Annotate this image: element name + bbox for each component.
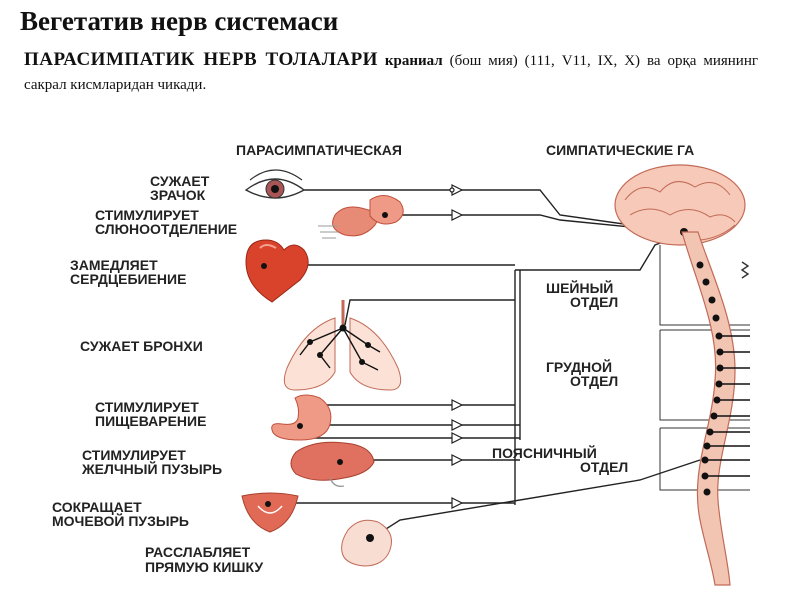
eye-illustration bbox=[244, 169, 306, 199]
ganglion-marker bbox=[451, 399, 464, 411]
svg-text:СТИМУЛИРУЕТ: СТИМУЛИРУЕТ bbox=[95, 207, 199, 223]
page-title: Вегетатив нерв системаси bbox=[20, 6, 339, 36]
svg-text:ОТДЕЛ: ОТДЕЛ bbox=[580, 459, 628, 475]
ganglion-marker bbox=[451, 497, 464, 509]
para-bold-term: краниал bbox=[384, 53, 443, 69]
stomach-illustration bbox=[271, 394, 332, 441]
svg-text:ПИЩЕВАРЕНИЕ: ПИЩЕВАРЕНИЕ bbox=[95, 413, 206, 429]
effect-label-gallbladder: СТИМУЛИРУЕТ ЖЕЛЧНЫЙ ПУЗЫРЬ bbox=[81, 447, 222, 477]
ganglion-marker bbox=[451, 209, 464, 221]
col-heading-sympathetic: СИМПАТИЧЕСКИЕ ГА bbox=[546, 142, 694, 158]
svg-text:ГРУДНОЙ: ГРУДНОЙ bbox=[546, 358, 612, 375]
effect-label-rectum: РАССЛАБЛЯЕТ ПРЯМУЮ КИШКУ bbox=[145, 544, 263, 575]
svg-text:СУЖАЕТ БРОНХИ: СУЖАЕТ БРОНХИ bbox=[80, 338, 203, 354]
lungs-illustration bbox=[283, 300, 402, 391]
salivary-gland-illustration bbox=[318, 195, 404, 239]
effect-label-pupil: СУЖАЕТ ЗРАЧОК bbox=[150, 173, 210, 203]
effect-label-bladder: СОКРАЩАЕТ МОЧЕВОЙ ПУЗЫРЬ bbox=[52, 499, 189, 529]
svg-text:ПРЯМУЮ КИШКУ: ПРЯМУЮ КИШКУ bbox=[145, 559, 263, 575]
svg-text:МОЧЕВОЙ ПУЗЫРЬ: МОЧЕВОЙ ПУЗЫРЬ bbox=[52, 512, 189, 529]
svg-text:ЖЕЛЧНЫЙ ПУЗЫРЬ: ЖЕЛЧНЫЙ ПУЗЫРЬ bbox=[81, 460, 222, 477]
svg-text:ЗРАЧОК: ЗРАЧОК bbox=[150, 187, 206, 203]
nerve-pathways bbox=[270, 189, 701, 539]
effect-label-bronchi: СУЖАЕТ БРОНХИ bbox=[80, 338, 203, 354]
svg-text:СУЖАЕТ: СУЖАЕТ bbox=[150, 173, 210, 189]
svg-text:СТИМУЛИРУЕТ: СТИМУЛИРУЕТ bbox=[82, 447, 186, 463]
svg-text:СЛЮНООТДЕЛЕНИЕ: СЛЮНООТДЕЛЕНИЕ bbox=[95, 221, 237, 237]
rectum-illustration bbox=[341, 519, 392, 567]
bladder-illustration bbox=[241, 492, 299, 533]
svg-text:ПОЯСНИЧНЫЙ: ПОЯСНИЧНЫЙ bbox=[492, 444, 597, 461]
effect-label-heart: ЗАМЕДЛЯЕТ СЕРДЦЕБИЕНИЕ bbox=[70, 257, 186, 287]
col-heading-parasympathetic: ПАРАСИМПАТИЧЕСКАЯ bbox=[236, 142, 402, 158]
ganglion-marker bbox=[451, 419, 464, 431]
svg-text:ОТДЕЛ: ОТДЕЛ bbox=[570, 294, 618, 310]
svg-text:СОКРАЩАЕТ: СОКРАЩАЕТ bbox=[52, 499, 142, 515]
brain-illustration bbox=[614, 164, 746, 246]
para-text: (бош мия) (111, V11, IX, X) ва орқа миян… bbox=[24, 53, 759, 93]
ganglion-markers bbox=[449, 184, 464, 509]
spinal-cord-illustration bbox=[681, 231, 750, 586]
svg-text:ОТДЕЛ: ОТДЕЛ bbox=[570, 373, 618, 389]
intro-paragraph: ПАРАСИМПАТИК НЕРВ ТОЛАЛАРИ краниал (бош … bbox=[24, 48, 758, 97]
effect-label-salivation: СТИМУЛИРУЕТ СЛЮНООТДЕЛЕНИЕ bbox=[95, 207, 237, 237]
section-label-lumbar: ПОЯСНИЧНЫЙ ОТДЕЛ bbox=[492, 444, 628, 475]
svg-text:СТИМУЛИРУЕТ: СТИМУЛИРУЕТ bbox=[95, 399, 199, 415]
ganglion-marker bbox=[451, 454, 464, 466]
svg-text:РАССЛАБЛЯЕТ: РАССЛАБЛЯЕТ bbox=[145, 544, 251, 560]
ganglion-marker bbox=[451, 432, 464, 444]
para-heading: ПАРАСИМПАТИК НЕРВ ТОЛАЛАРИ bbox=[24, 49, 378, 70]
liver-illustration bbox=[290, 441, 375, 488]
svg-text:ЗАМЕДЛЯЕТ: ЗАМЕДЛЯЕТ bbox=[70, 257, 158, 273]
heart-illustration bbox=[245, 239, 309, 303]
section-label-cervical: ШЕЙНЫЙ ОТДЕЛ bbox=[546, 279, 618, 310]
svg-text:СЕРДЦЕБИЕНИЕ: СЕРДЦЕБИЕНИЕ bbox=[70, 271, 186, 287]
section-label-thoracic: ГРУДНОЙ ОТДЕЛ bbox=[546, 358, 618, 389]
effect-label-digestion: СТИМУЛИРУЕТ ПИЩЕВАРЕНИЕ bbox=[95, 399, 206, 429]
svg-text:ШЕЙНЫЙ: ШЕЙНЫЙ bbox=[546, 279, 613, 296]
